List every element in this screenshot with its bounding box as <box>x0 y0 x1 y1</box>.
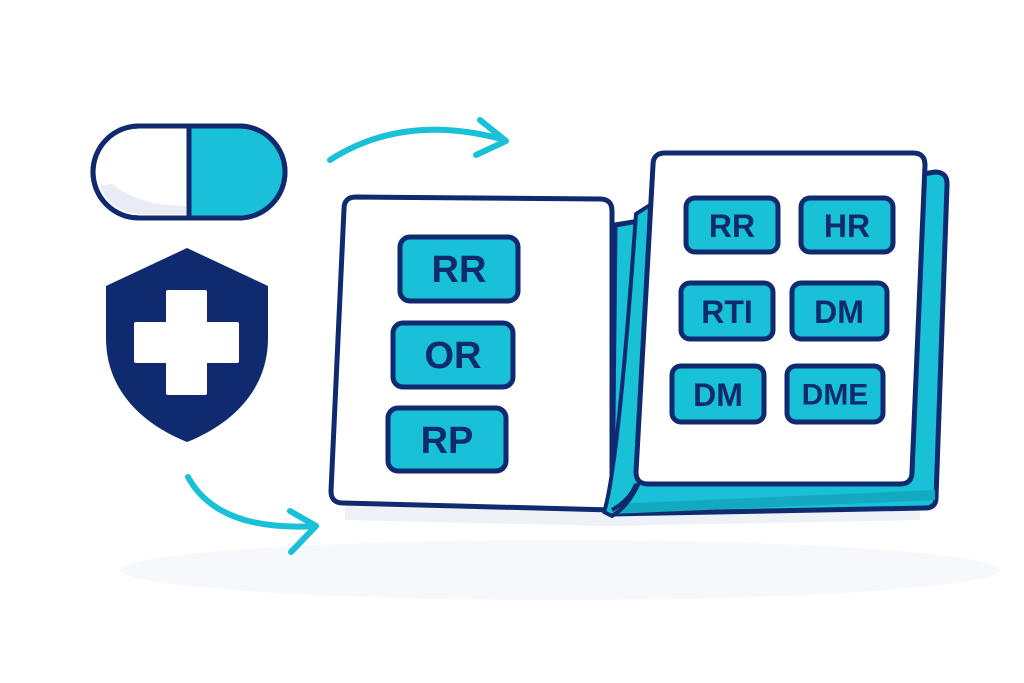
tag-label: DM <box>693 377 743 413</box>
tag-label: RP <box>421 420 474 462</box>
tag-chip: RR <box>397 234 521 304</box>
right-page-tags: RR HR RTI DM DM DME <box>669 195 896 425</box>
curved-arrow-top-icon <box>327 117 509 163</box>
curved-arrow-bottom-icon <box>185 474 319 555</box>
tag-chip: HR <box>798 195 896 255</box>
plus-icon <box>134 290 239 395</box>
tag-label: OR <box>425 335 482 377</box>
ground-shadow <box>120 540 1000 600</box>
tag-chip: DME <box>784 363 886 425</box>
tag-chip: RR <box>683 195 781 255</box>
tag-label: RR <box>432 249 487 291</box>
tag-label: HR <box>824 208 870 244</box>
tag-label: RR <box>709 208 755 244</box>
medical-shield-icon <box>106 248 268 442</box>
tag-chip: DM <box>669 363 767 425</box>
tag-label: DME <box>802 379 869 412</box>
tag-label: RTI <box>701 294 753 330</box>
tag-label: DM <box>814 294 864 330</box>
tag-chip: RTI <box>678 280 776 342</box>
capsule-pill-icon <box>90 123 288 221</box>
left-page-tags: RR OR RP <box>385 234 521 474</box>
tag-chip: DM <box>789 280 890 342</box>
tag-chip: OR <box>390 320 516 390</box>
tag-chip: RP <box>385 405 509 474</box>
